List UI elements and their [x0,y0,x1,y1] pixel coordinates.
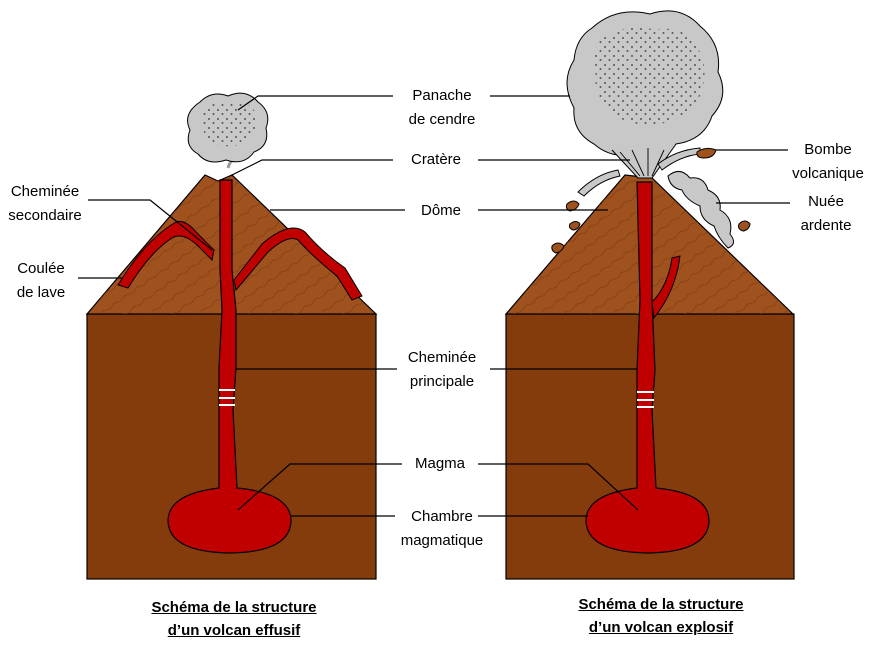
label-cratere: Cratère [410,151,462,168]
effusive-volcano [85,174,378,580]
label-dome: Dôme [420,202,461,219]
label-magma: Magma [414,455,466,472]
label-bombe-volcanique: Bombe volcanique [792,141,864,182]
caption-effusif: Schéma de la structure d’un volcan effus… [151,599,317,639]
nuee-ardente-cloud [667,171,734,249]
label-chambre-magmatique: Chambre magmatique [400,508,484,549]
volcanic-bombs [551,147,751,254]
label-panache: Panache de cendre [408,87,476,128]
explosive-volcano [504,174,795,580]
ash-plume-right [566,10,724,179]
lava-flow-right [233,227,363,301]
leader-lines [78,95,790,517]
label-cheminee-secondaire: Cheminée secondaire [8,183,82,224]
side-branch-right [651,255,681,320]
main-conduit-right [585,181,710,554]
caption-explosif: Schéma de la structure d’un volcan explo… [578,596,744,636]
label-cheminee-principale: Cheminée principale [407,349,477,390]
label-coulee-de-lave: Coulée de lave [16,260,66,301]
lava-flow-left [117,221,215,289]
left-wisp [577,169,621,197]
ash-plume-left [187,92,269,169]
label-nuee-ardente: Nuée ardente [800,193,852,234]
main-conduit-left [167,179,292,554]
